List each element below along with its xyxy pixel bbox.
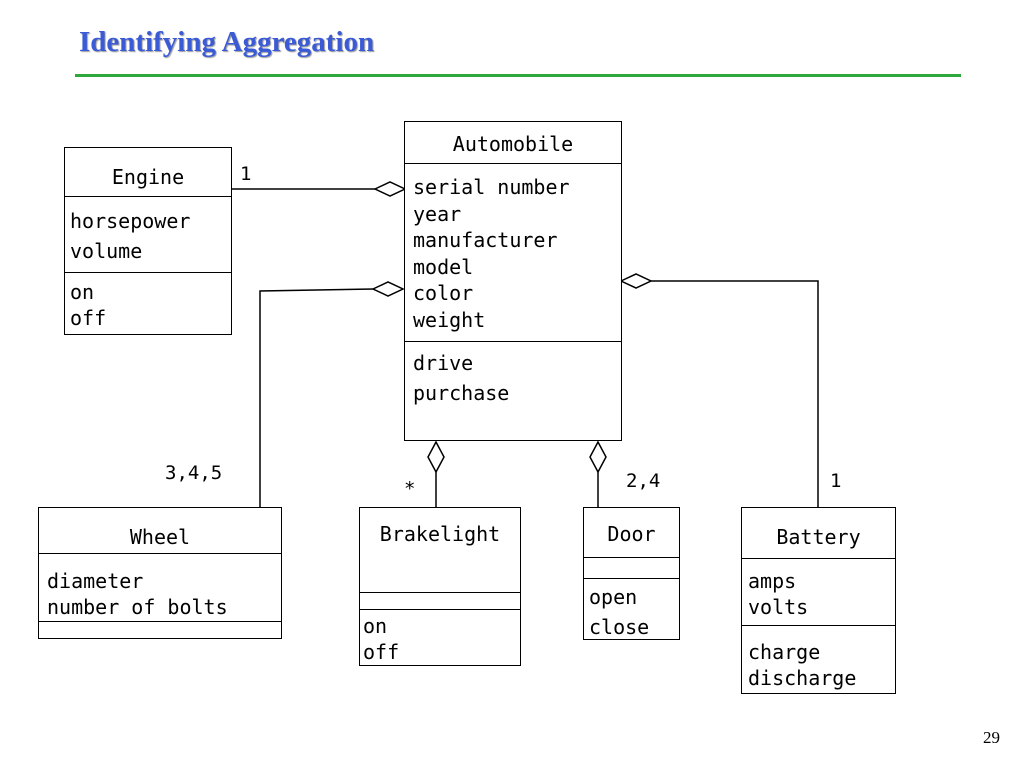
door-operations: open close: [589, 582, 649, 642]
wheel-attributes: diameter number of bolts: [47, 568, 228, 620]
engine-multiplicity: 1: [240, 163, 252, 185]
engine-divider-1: [65, 196, 231, 197]
attribute: model: [413, 254, 474, 279]
battery-aggregation-diamond: [619, 273, 653, 289]
battery-multiplicity: 1: [830, 470, 842, 492]
battery-attributes: amps volts: [748, 568, 808, 620]
wheel-class: Wheel diameter number of bolts: [38, 507, 282, 639]
operation: on: [70, 280, 95, 304]
attribute: manufacturer: [413, 228, 558, 253]
operation: drive: [413, 351, 474, 375]
door-divider-2: [584, 578, 679, 579]
battery-aggregation-line: [651, 280, 819, 507]
door-aggregation-diamond: [589, 440, 607, 474]
engine-operations: on off: [70, 279, 106, 331]
door-divider-1: [584, 557, 679, 558]
wheel-divider-1: [39, 553, 281, 554]
attribute: weight: [413, 307, 486, 332]
automobile-divider-1: [405, 163, 621, 164]
wheel-aggregation-line: [259, 288, 374, 507]
attribute: horsepower: [70, 209, 191, 233]
operation: charge: [748, 640, 821, 664]
brakelight-aggregation-diamond: [427, 440, 445, 474]
wheel-multiplicity: 3,4,5: [165, 462, 223, 484]
automobile-divider-2: [405, 341, 621, 342]
attribute: year: [413, 201, 462, 226]
operation: on: [363, 614, 388, 638]
battery-class-name: Battery: [776, 525, 861, 549]
attribute: volts: [748, 595, 809, 619]
automobile-operations: drive purchase: [413, 348, 509, 408]
brakelight-class-name: Brakelight: [379, 522, 501, 546]
brakelight-divider-1: [360, 592, 520, 593]
operation: off: [70, 306, 107, 330]
automobile-attributes: serial number year manufacturer model co…: [413, 174, 570, 334]
battery-operations: charge discharge: [748, 639, 856, 691]
engine-attributes: horsepower volume: [70, 206, 190, 266]
slide-title: Identifying Aggregation: [79, 26, 375, 58]
battery-class: Battery amps volts charge discharge: [741, 507, 896, 694]
engine-class-name: Engine: [111, 165, 185, 189]
engine-class: Engine horsepower volume on off: [64, 147, 232, 335]
attribute: amps: [748, 569, 797, 593]
door-class-name: Door: [607, 522, 656, 546]
engine-divider-2: [65, 272, 231, 273]
battery-divider-1: [742, 558, 895, 559]
brakelight-operations: on off: [363, 613, 399, 665]
brakelight-divider-2: [360, 609, 520, 610]
brakelight-class: Brakelight on off: [359, 507, 521, 666]
attribute: diameter: [47, 569, 144, 593]
operation: off: [363, 640, 400, 664]
operation: purchase: [413, 381, 510, 405]
wheel-class-name: Wheel: [129, 525, 191, 549]
attribute: color: [413, 281, 474, 306]
attribute: serial number: [413, 175, 570, 199]
attribute: number of bolts: [47, 595, 228, 619]
title-underline: [75, 74, 961, 77]
page-number: 29: [983, 728, 1000, 747]
automobile-class: Automobile serial number year manufactur…: [404, 121, 622, 441]
door-multiplicity: 2,4: [626, 470, 661, 492]
door-class: Door open close: [583, 507, 680, 640]
wheel-aggregation-diamond: [371, 281, 405, 297]
engine-aggregation-diamond: [373, 181, 407, 197]
automobile-class-name: Automobile: [452, 132, 574, 156]
operation: close: [589, 615, 650, 639]
wheel-divider-2: [39, 621, 281, 622]
operation: discharge: [748, 666, 857, 690]
battery-divider-2: [742, 625, 895, 626]
attribute: volume: [70, 239, 143, 263]
brakelight-multiplicity: *: [404, 478, 416, 500]
operation: open: [589, 585, 638, 609]
